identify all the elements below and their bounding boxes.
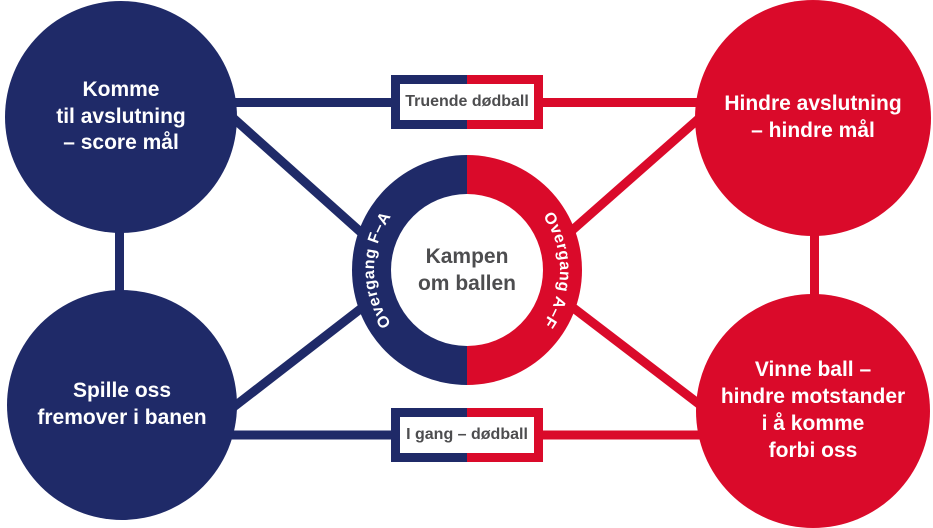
banner-igang-dodball: I gang – dødball <box>391 408 543 462</box>
circle-win-ball: Vinne ball – hindre motstander i å komme… <box>696 294 930 528</box>
ring-inner-circle <box>391 194 543 346</box>
center-ring: Overgang F–A Overgang A–F Kampen om ball… <box>347 150 587 390</box>
circle-prevent-goal-label: Hindre avslutning – hindre mål <box>724 92 902 142</box>
circle-win-ball-label: Vinne ball – hindre motstander i å komme… <box>720 358 906 462</box>
circle-prevent-goal: Hindre avslutning – hindre mål <box>695 0 931 236</box>
center-ring-graphic: Overgang F–A Overgang A–F <box>352 155 582 385</box>
circle-play-forward: Spille oss fremover i banen <box>7 290 237 520</box>
line-bottomright-to-ring <box>560 296 715 418</box>
banner-igang-dodball-label: I gang – dødball <box>406 426 528 443</box>
banner-truende-dodball-inner: Truende dødball <box>400 84 534 120</box>
banner-igang-dodball-inner: I gang – dødball <box>400 417 534 453</box>
banner-truende-dodball: Truende dødball <box>391 75 543 129</box>
circle-play-forward-label: Spille oss fremover i banen <box>37 379 207 429</box>
line-bottomleft-to-ring <box>219 296 375 420</box>
banner-truende-dodball-label: Truende dødball <box>405 93 529 110</box>
line-topright-to-ring <box>557 103 715 245</box>
circle-attack-score: Komme til avslutning – score mål <box>5 1 237 233</box>
center-ring-label: Kampen om ballen <box>417 244 517 295</box>
circle-attack-score-label: Komme til avslutning – score mål <box>56 77 186 155</box>
line-topleft-to-ring <box>218 104 378 248</box>
